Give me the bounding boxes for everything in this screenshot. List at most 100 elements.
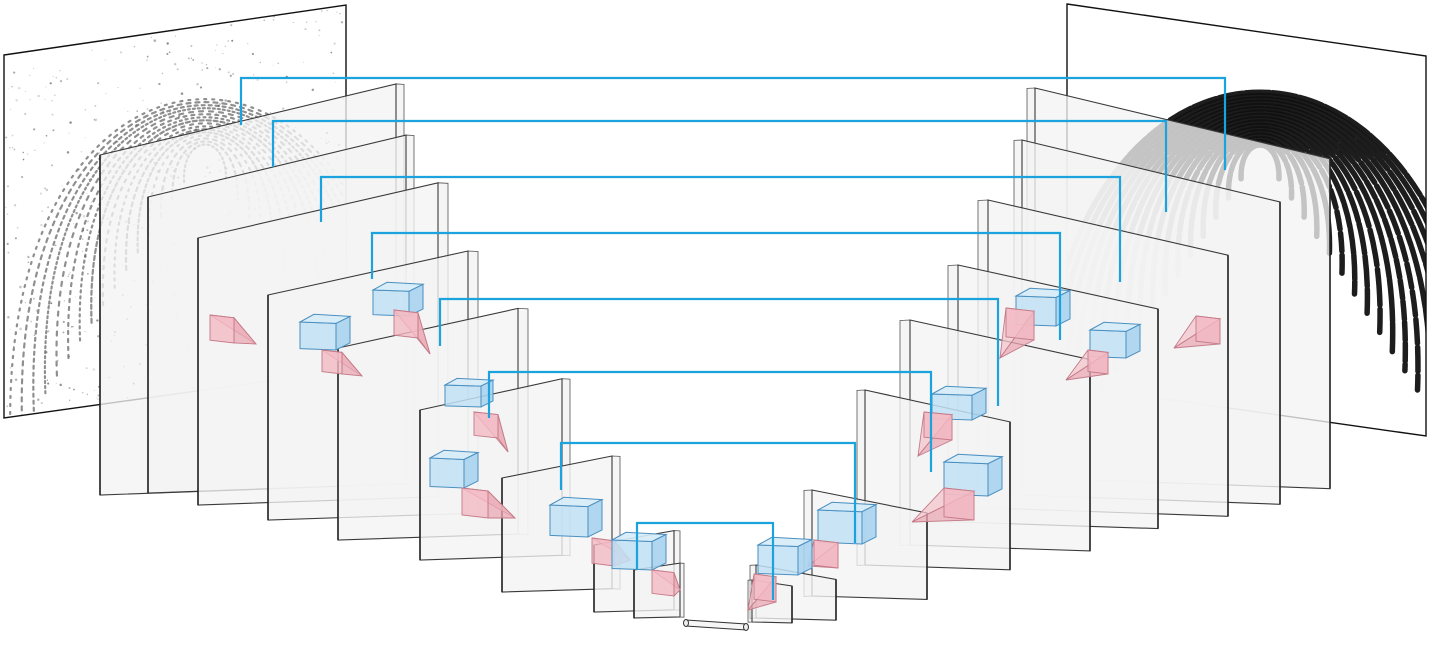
- noise-dot: [56, 22, 59, 25]
- noise-dot: [55, 365, 57, 367]
- noise-dot: [94, 118, 98, 122]
- noise-dot: [224, 45, 227, 48]
- noise-dot: [119, 51, 122, 54]
- noise-dot: [84, 255, 87, 258]
- noise-dot: [35, 309, 38, 312]
- noise-dot: [226, 12, 228, 14]
- skip-connection-line: [271, 119, 1168, 212]
- noise-dot: [55, 382, 57, 384]
- noise-dot: [33, 334, 36, 337]
- noise-dot: [214, 67, 216, 69]
- kernel-pyramid: [911, 487, 976, 523]
- noise-dot: [97, 335, 100, 338]
- noise-dot: [188, 19, 190, 21]
- noise-dot: [22, 158, 25, 161]
- noise-dot: [69, 272, 71, 274]
- noise-dot: [40, 402, 43, 405]
- noise-dot: [247, 43, 249, 45]
- kernel-pyramid: [392, 309, 431, 355]
- noise-dot: [184, 117, 186, 119]
- conv-block: [371, 281, 425, 317]
- noise-dot: [47, 303, 51, 307]
- noise-dot: [277, 62, 279, 65]
- kernel-base: [393, 309, 419, 339]
- noise-dot: [231, 39, 234, 42]
- noise-dot: [13, 204, 17, 207]
- noise-dot: [51, 113, 54, 116]
- skip-connection-line: [635, 521, 775, 600]
- noise-dot: [63, 300, 65, 302]
- noise-dot: [7, 88, 9, 89]
- noise-dot: [201, 62, 203, 64]
- noise-dot: [170, 128, 172, 130]
- conv-block-side: [1125, 323, 1141, 359]
- noise-dot: [139, 87, 141, 90]
- noise-dot: [50, 14, 53, 17]
- noise-dot: [153, 39, 157, 42]
- noise-dot: [30, 320, 33, 323]
- noise-dot: [146, 108, 149, 110]
- noise-dot: [6, 213, 9, 215]
- noise-dot: [82, 215, 86, 218]
- noise-dot: [336, 11, 338, 13]
- conv-block-side: [408, 283, 424, 317]
- noise-dot: [303, 61, 305, 63]
- noise-dot: [84, 330, 86, 333]
- noise-dot: [45, 86, 47, 88]
- noise-dot: [86, 229, 89, 232]
- conv-block-front: [444, 384, 482, 408]
- noise-dot: [95, 396, 97, 398]
- noise-dot: [14, 378, 18, 381]
- noise-dot: [123, 16, 125, 19]
- noise-dot: [190, 45, 193, 47]
- noise-dot: [86, 193, 88, 194]
- noise-dot: [13, 71, 16, 74]
- noise-dot: [47, 382, 50, 385]
- noise-dot: [172, 30, 174, 32]
- noise-dot: [68, 386, 71, 390]
- noise-dot: [53, 94, 56, 97]
- noise-dot: [142, 99, 144, 102]
- noise-dot: [305, 21, 308, 23]
- noise-dot: [218, 68, 222, 71]
- noise-dot: [29, 74, 31, 76]
- noise-dot: [230, 24, 233, 27]
- conv-block: [816, 501, 878, 545]
- conv-block-side: [463, 451, 479, 489]
- ridge-line: [55, 110, 346, 377]
- noise-dot: [57, 359, 59, 362]
- noise-dot: [33, 67, 35, 69]
- noise-dot: [87, 273, 89, 275]
- conv-block: [756, 536, 814, 576]
- noise-dot: [333, 42, 336, 45]
- noise-dot: [205, 63, 208, 66]
- skip-connection-line: [487, 370, 933, 472]
- noise-dot: [27, 32, 30, 35]
- noise-dot: [24, 90, 26, 92]
- noise-dot: [117, 87, 119, 88]
- noise-dot: [52, 129, 55, 132]
- noise-dot: [270, 112, 272, 114]
- conv-block-side: [971, 387, 987, 421]
- noise-dot: [96, 319, 99, 322]
- noise-dot: [339, 13, 341, 15]
- noise-dot: [192, 58, 195, 61]
- noise-dot: [18, 86, 21, 90]
- noise-dot: [214, 49, 216, 51]
- noise-dot: [6, 405, 9, 408]
- noise-dot: [285, 81, 288, 83]
- noise-dot: [40, 223, 43, 227]
- noise-dot: [66, 78, 69, 81]
- noise-dot: [46, 379, 49, 381]
- noise-dot: [315, 20, 317, 23]
- bottleneck-cylinder-icon: [683, 619, 749, 631]
- noise-dot: [86, 393, 88, 395]
- noise-dot: [229, 10, 232, 13]
- noise-dot: [68, 355, 70, 358]
- conv-block-side: [335, 315, 351, 351]
- noise-dot: [229, 74, 232, 77]
- ridge-line: [43, 107, 346, 395]
- noise-dot: [34, 149, 36, 151]
- noise-dot: [253, 74, 255, 76]
- noise-dot: [176, 68, 179, 71]
